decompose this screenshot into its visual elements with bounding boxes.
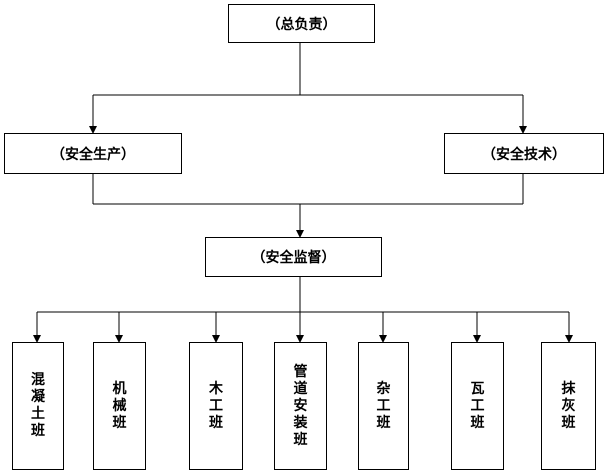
team-label-general-labor: 杂工班 bbox=[376, 380, 391, 431]
team-box-machinery: 机械班 bbox=[93, 342, 146, 470]
safety-technology-box: （安全技术） bbox=[444, 133, 604, 174]
team-box-carpentry: 木工班 bbox=[189, 342, 243, 470]
team-label-machinery: 机械班 bbox=[112, 380, 127, 431]
team-label-masonry: 瓦工班 bbox=[470, 380, 485, 431]
safety-supervision-label: （安全监督） bbox=[251, 250, 336, 266]
team-label-concrete: 混凝土班 bbox=[31, 372, 45, 439]
team-label-plastering: 抹灰班 bbox=[561, 380, 576, 431]
chief-responsible-label: （总负责） bbox=[266, 16, 337, 33]
safety-technology-label: （安全技术） bbox=[482, 146, 566, 163]
team-box-concrete: 混凝土班 bbox=[12, 342, 64, 470]
team-box-pipe-installation: 管道安装班 bbox=[274, 342, 327, 470]
safety-production-box: （安全生产） bbox=[4, 133, 182, 174]
safety-supervision-box: （安全监督） bbox=[205, 237, 382, 277]
team-label-pipe-installation: 管道安装班 bbox=[293, 363, 308, 448]
team-box-plastering: 抹灰班 bbox=[541, 342, 596, 470]
team-box-general-labor: 杂工班 bbox=[358, 342, 409, 470]
safety-production-label: （安全生产） bbox=[51, 146, 135, 163]
chief-responsible-box: （总负责） bbox=[228, 4, 375, 43]
team-label-carpentry: 木工班 bbox=[209, 380, 223, 431]
team-box-masonry: 瓦工班 bbox=[451, 342, 504, 470]
